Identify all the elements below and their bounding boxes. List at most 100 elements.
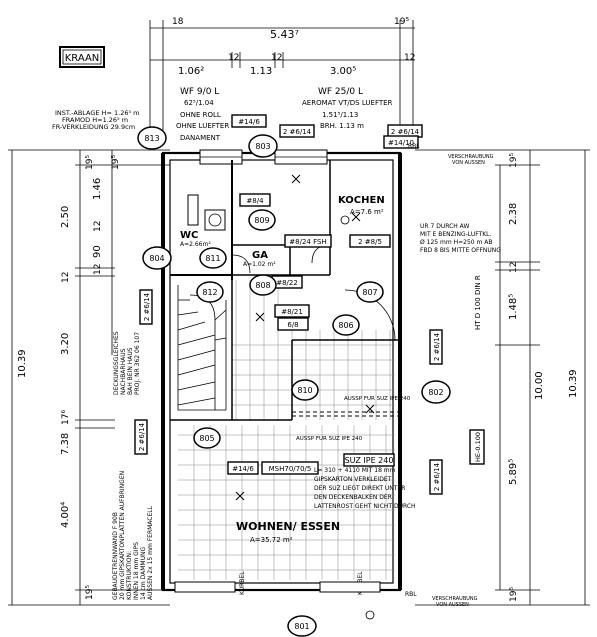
- tag-2: 2 #6/14: [279, 124, 315, 138]
- kurbel-1: KURBEL: [239, 571, 246, 595]
- window-bottom-right: [319, 581, 381, 593]
- right-bottom-note-1: VERSCHRAUBUNG: [432, 596, 478, 602]
- tag-9: 6/8: [277, 317, 309, 331]
- dimension-lines-right: [415, 149, 590, 606]
- suz-top-box: SUZ IPE 240: [343, 453, 395, 467]
- svg-text:2 #6/14: 2 #6/14: [138, 422, 146, 451]
- right-top-note-2: VON AUSSEN: [452, 160, 485, 166]
- dim-top-5: 12: [228, 53, 239, 63]
- left-ceiling-note: DECKUNGSGLEICHES NACHBARHAUS BAH BEIN HA…: [113, 331, 141, 395]
- title-box: KRAAN: [59, 46, 105, 68]
- room-wohnen-name: WOHNEN/ ESSEN: [236, 520, 340, 533]
- room-code-805: 805: [193, 427, 221, 449]
- room-code-806: 806: [332, 314, 360, 336]
- svg-text:804: 804: [149, 254, 164, 263]
- dim-right-a5: 5.89⁵: [508, 459, 519, 485]
- dim-left-a7: 19⁵: [85, 585, 95, 600]
- svg-text:2 #6/14: 2 #6/14: [391, 128, 420, 136]
- suz-label-2: AUSSP FUR SUZ IPE 240: [296, 436, 363, 442]
- room-code-808: 808: [249, 274, 277, 296]
- right-kochen-4: FBD 8 BIS MITTE OFFNUNG: [420, 247, 501, 254]
- svg-text:803: 803: [255, 142, 270, 151]
- svg-text:812: 812: [202, 288, 217, 297]
- svg-text:2 #6/14: 2 #6/14: [143, 292, 151, 321]
- svg-text:811: 811: [205, 254, 220, 263]
- svg-text:2 #6/14: 2 #6/14: [433, 462, 441, 491]
- dim-left-b0: 19⁵: [111, 155, 121, 170]
- dim-left-a5: 7.38: [60, 433, 71, 455]
- dim-left-a4: 17⁶: [61, 410, 71, 425]
- interior-walls: [170, 160, 400, 421]
- room-ga-area: A=1.02 m²: [243, 261, 276, 268]
- dim-top-4: 1.06²: [178, 66, 204, 77]
- tag-12: 2 #6/14: [429, 329, 443, 365]
- suz-note-3: DEN DECKENBALKEN DER: [314, 494, 392, 501]
- dim-right-outer: 10.39: [568, 369, 579, 398]
- wf-left-4: OHNE LUEFTER: [176, 122, 229, 130]
- wf-right-1: WF 25/0 L: [318, 87, 363, 97]
- svg-text:806: 806: [338, 321, 353, 330]
- dim-top-6: 1.13: [250, 66, 272, 77]
- wf-left-3: OHNE ROLL: [180, 111, 221, 119]
- tag-13: #14/6: [227, 461, 259, 475]
- room-code-811: 811: [199, 247, 227, 269]
- fitting-icon: [365, 610, 375, 620]
- window-bottom-left: [174, 581, 236, 593]
- right-kochen-2: MIT E BENZING-LUFTKL.: [420, 231, 492, 238]
- right-top-note-1: VERSCHRAUBUNG: [448, 154, 494, 160]
- svg-text:2 #6/14: 2 #6/14: [283, 128, 312, 136]
- svg-text:805: 805: [199, 434, 214, 443]
- dim-right-a4: 10.00: [534, 371, 545, 400]
- wf-right-4: BRH. 1.13 m: [320, 122, 364, 130]
- room-wc-area: A=2.66m²: [180, 241, 211, 248]
- note-inst-1: INST.-ABLAGE H= 1.26⁵ m: [55, 109, 139, 117]
- svg-text:NACHBARHAUS: NACHBARHAUS: [120, 348, 127, 395]
- svg-text:#8/22: #8/22: [276, 279, 298, 287]
- svg-text:808: 808: [255, 281, 270, 290]
- svg-text:GEBAUDETRENNWAND F 90B: GEBAUDETRENNWAND F 90B: [112, 512, 119, 600]
- room-ga-name: GA: [252, 250, 268, 261]
- suz-note-4: LATTENROST GEHT NICHT DURCH: [314, 503, 416, 510]
- tag-11: 2 #6/14: [134, 419, 148, 455]
- room-wohnen-area: A=35.72 m²: [250, 536, 293, 544]
- right-vert-note: HT D 100 DIN R: [474, 275, 482, 330]
- dim-right-a0: 19⁵: [509, 153, 519, 168]
- svg-text:809: 809: [254, 216, 269, 225]
- title-text: KRAAN: [65, 53, 100, 64]
- dim-top-9: 12: [404, 53, 415, 63]
- window-top-right: [274, 149, 328, 165]
- room-code-807: 807: [356, 281, 384, 303]
- dim-left-a0: 19⁵: [85, 155, 95, 170]
- dim-top-1: 18: [172, 17, 184, 27]
- tag-16: 2 #6/14: [429, 459, 443, 495]
- svg-text:813: 813: [144, 134, 159, 143]
- dim-top-2: 5.43⁷: [270, 28, 299, 41]
- suz-note-1: GIPSKARTON VERKLEIDET: [314, 476, 392, 483]
- svg-text:#14/6: #14/6: [238, 118, 260, 126]
- tag-3: 2 #6/14: [387, 124, 423, 138]
- room-code-810: 810: [291, 379, 319, 401]
- room-wc-name: WC: [180, 230, 198, 241]
- svg-text:AUSSEN 2x 15 mm FERMACELL: AUSSEN 2x 15 mm FERMACELL: [147, 505, 154, 600]
- svg-text:BAH BEIN HAUS: BAH BEIN HAUS: [127, 347, 134, 395]
- svg-text:INNEN 18 mm GIPS: INNEN 18 mm GIPS: [133, 542, 140, 600]
- room-code-812: 812: [196, 281, 224, 303]
- dim-right-a3: 1.48⁵: [508, 294, 519, 320]
- wf-left-2: 62⁵/1.04: [184, 99, 214, 107]
- dim-top-7: 12: [271, 53, 282, 63]
- svg-text:6/8: 6/8: [287, 321, 298, 329]
- note-inst-3: FR-VERKLEIDUNG 29.9cm: [52, 123, 135, 131]
- dim-left-a6: 4.00⁴: [60, 502, 71, 528]
- tag-6: #8/24 FSH: [284, 234, 332, 248]
- note-inst-2: FRAMOD H=1.26⁵ m: [62, 116, 128, 124]
- dim-left-b1: 1.46: [92, 178, 103, 200]
- svg-text:2 #6/14: 2 #6/14: [433, 332, 441, 361]
- tag-5: #8/4: [239, 193, 271, 207]
- svg-text:20 mm GIPSKARTONPLATTEN AUFBRI: 20 mm GIPSKARTONPLATTEN AUFBRINGEN: [119, 471, 126, 600]
- dimension-lines-left: [8, 149, 170, 606]
- tag-7: 2 #8/5: [349, 234, 391, 248]
- room-code-809: 809: [248, 209, 276, 231]
- svg-text:MSH70/70/5: MSH70/70/5: [269, 465, 312, 473]
- tag-14: MSH70/70/5: [261, 461, 319, 475]
- he-box: HE-0.100: [469, 429, 485, 465]
